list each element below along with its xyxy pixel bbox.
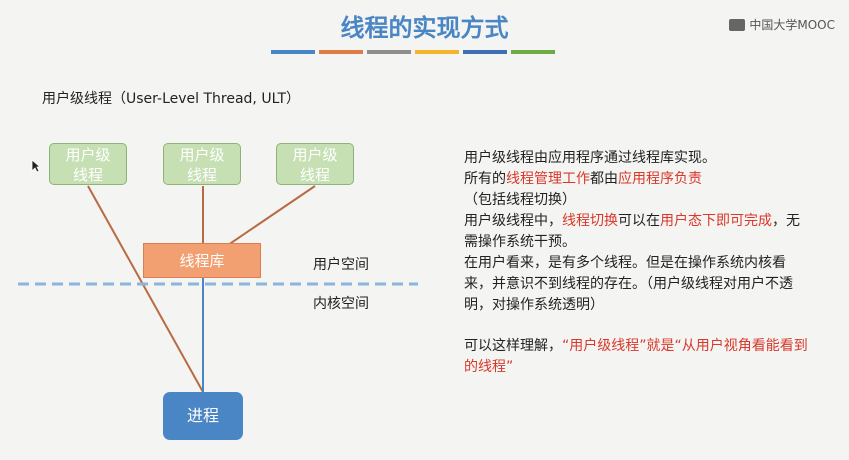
desc-5a: 可以这样理解， (464, 338, 562, 354)
connector-left (87, 185, 204, 393)
desc-5b-highlight: “用户级线程”就是“从用户视角看能看到的线程” (464, 338, 808, 375)
desc-paragraph-2: 所有的线程管理工作都由应用程序负责 （包括线程切换） (464, 169, 812, 211)
description-text: 用户级线程由应用程序通过线程库实现。 所有的线程管理工作都由应用程序负责 （包括线… (464, 148, 812, 378)
slide-subtitle: 用户级线程（User-Level Thread, ULT） (42, 91, 300, 107)
desc-2d-highlight: 应用程序负责 (618, 171, 702, 187)
process-box: 进程 (163, 392, 243, 440)
ult-box-3: 用户级 线程 (276, 143, 354, 185)
desc-3e: ，无需操作系统干预。 (464, 213, 800, 250)
desc-3d-highlight: 用户态下即可完成 (660, 213, 772, 229)
desc-3c: 可以在 (618, 213, 660, 229)
ult-box-3-line1: 用户级 (292, 146, 338, 164)
desc-2e: （包括线程切换） (464, 192, 576, 208)
desc-3a: 用户级线程中， (464, 213, 562, 229)
color-bar-6 (511, 50, 555, 54)
mooc-logo-icon (729, 18, 746, 31)
slide-title: 线程的实现方式 (340, 14, 509, 42)
user-space-label: 用户空间 (313, 257, 369, 273)
desc-paragraph-4: 在用户看来，是有多个线程。但是在操作系统内核看来，并意识不到线程的存在。（用户级… (464, 255, 793, 313)
mooc-logo-text: 中国大学MOOC (749, 18, 835, 32)
color-bar-1 (271, 50, 315, 54)
ult-box-2: 用户级 线程 (163, 143, 241, 185)
desc-2c: 都由 (590, 171, 618, 187)
desc-2b-highlight: 线程管理工作 (506, 171, 590, 187)
ult-box-2-line1: 用户级 (179, 146, 225, 164)
kernel-space-label: 内核空间 (313, 296, 369, 312)
desc-paragraph-1: 用户级线程由应用程序通过线程库实现。 (464, 150, 716, 166)
ult-box-1-line2: 线程 (72, 166, 103, 184)
color-bar-3 (367, 50, 411, 54)
color-bar-2 (319, 50, 363, 54)
color-bar-5 (463, 50, 507, 54)
mooc-logo: 中国大学MOOC (729, 16, 835, 33)
ult-box-1-line1: 用户级 (65, 146, 111, 164)
color-bar-4 (415, 50, 459, 54)
ult-box-3-line2: 线程 (299, 166, 330, 184)
ult-box-2-line2: 线程 (186, 166, 217, 184)
ult-box-1: 用户级 线程 (49, 143, 127, 185)
desc-paragraph-5: 可以这样理解，“用户级线程”就是“从用户视角看能看到的线程” (464, 336, 812, 378)
desc-paragraph-3: 用户级线程中，线程切换可以在用户态下即可完成，无需操作系统干预。 (464, 211, 812, 253)
thread-library-box: 线程库 (143, 243, 261, 278)
desc-3b-highlight: 线程切换 (562, 213, 618, 229)
mouse-cursor-icon (31, 159, 41, 173)
desc-2a: 所有的 (464, 171, 506, 187)
